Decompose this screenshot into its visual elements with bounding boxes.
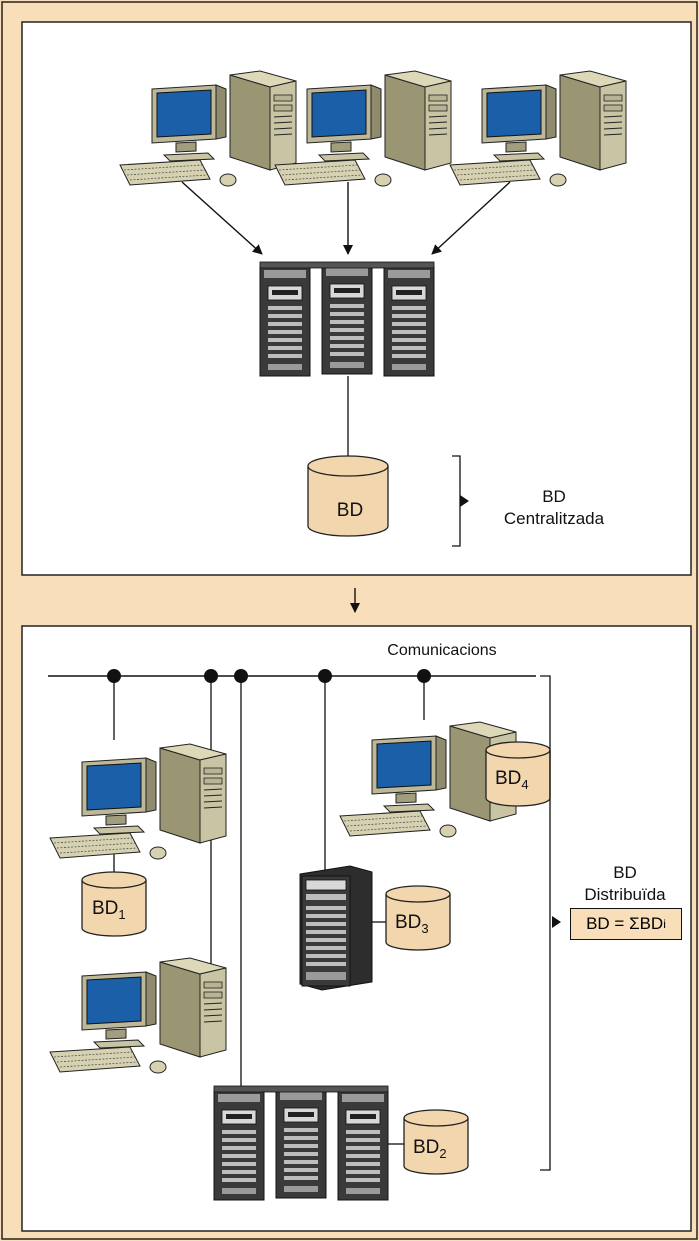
central-database-icon (307, 455, 389, 537)
connection-arrow (181, 181, 263, 255)
distributed-title: BD Distribuïda (566, 862, 684, 906)
centralized-title-line1: BD (542, 487, 566, 506)
centralized-title: BD Centralitzada (484, 486, 624, 530)
distributed-title-line1: BD (613, 863, 637, 882)
central-server-icon (259, 261, 435, 377)
bracket-pointer (552, 916, 561, 928)
connection-arrow (431, 181, 511, 255)
distributed-title-line2: Distribuïda (584, 885, 666, 904)
bracket (540, 675, 551, 1171)
central-db-label: BD (336, 500, 364, 521)
formula-text: BD = ΣBD (586, 914, 664, 933)
bracket-pointer (460, 495, 469, 507)
rack-server-icon (213, 1085, 389, 1201)
db-label-4: BD4 (495, 768, 529, 792)
db-label-1: BD1 (92, 898, 126, 922)
centralized-title-line2: Centralitzada (503, 509, 605, 528)
db-label-3: BD3 (395, 912, 429, 936)
db-label-2: BD2 (413, 1137, 447, 1161)
formula-subscript: i (663, 917, 666, 931)
tower-server-icon (299, 865, 373, 991)
network-label: Comunicacions (387, 642, 497, 659)
